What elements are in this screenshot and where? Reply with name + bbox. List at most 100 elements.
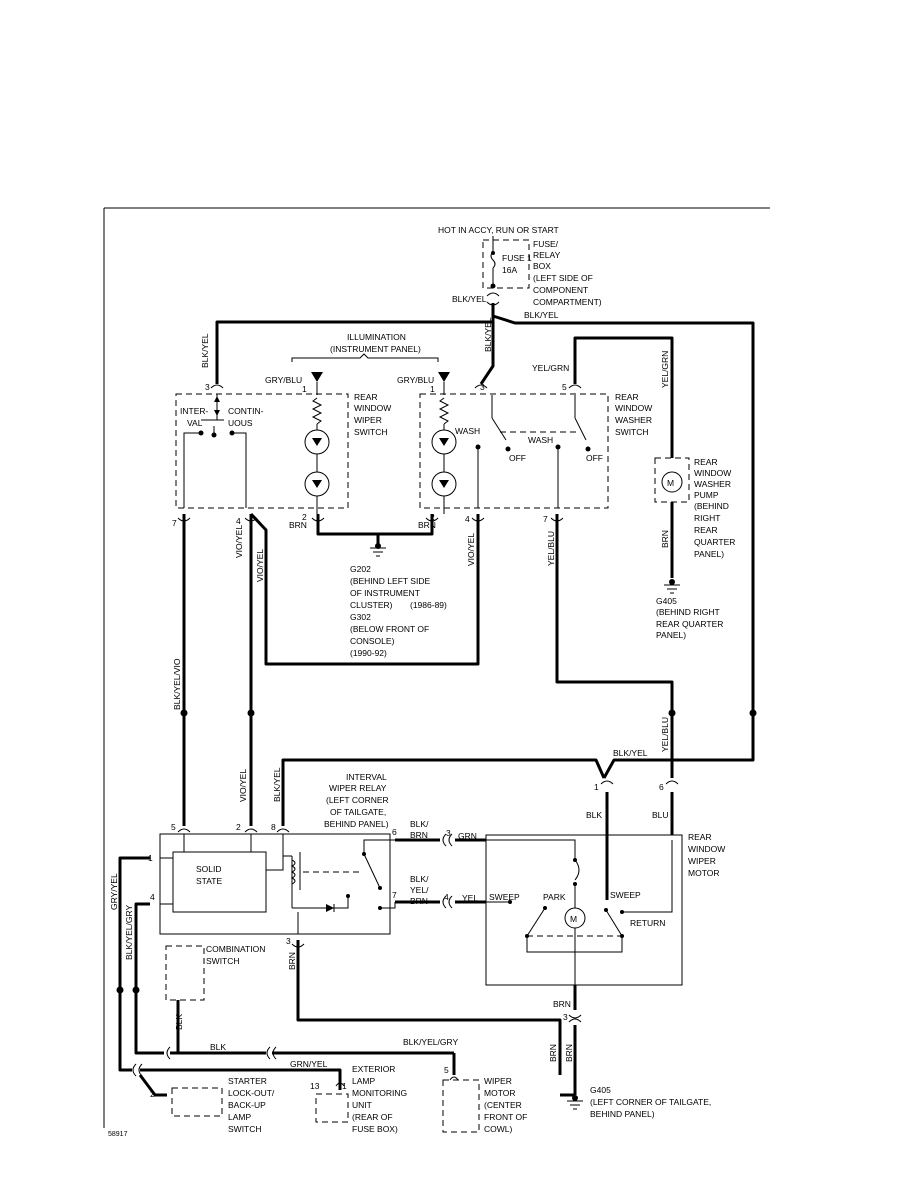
pump-label-4: (BEHIND: [694, 501, 729, 511]
hot-label: HOT IN ACCY, RUN OR START: [438, 225, 559, 235]
pin-1-motor: 1: [594, 782, 599, 792]
washer-switch-label-0: REAR: [615, 392, 639, 402]
wl-brn-g1: BRN: [548, 1044, 558, 1062]
relay-label-1: WIPER RELAY: [329, 783, 387, 793]
wl-yel-grn: YEL/GRN: [532, 363, 569, 373]
pin-3-washer: 3: [480, 382, 485, 392]
off-label-2: OFF: [586, 453, 603, 463]
combination-switch: COMBINATION SWITCH: [165, 944, 265, 1001]
wl-yel-blu-2: YEL/BLU: [660, 717, 670, 752]
pin-3-wiper: 3: [205, 382, 210, 392]
pump-label-7: QUARTER: [694, 537, 735, 547]
pin-numbers: 3 1 1 3 5 7 4 2 2 4 7 5 2 8 1 4 6 7 3 3 …: [148, 382, 664, 1099]
exterior-lamp-monitoring-unit: EXTERIOR LAMP MONITORING UNIT (REAR OF F…: [315, 1064, 407, 1134]
wiper-motor-label-0: WIPER: [484, 1076, 512, 1086]
continuous-label-1: UOUS: [228, 418, 253, 428]
wl-yel-blu-1: YEL/BLU: [546, 531, 556, 566]
wl-brn-1: BRN: [289, 520, 307, 530]
wl-blk-brn-1: BRN: [410, 830, 428, 840]
wl-brn-m: BRN: [553, 999, 571, 1009]
sweep-label-2: SWEEP: [610, 890, 641, 900]
wl-brn-relay: BRN: [287, 952, 297, 970]
pump-label-8: PANEL): [694, 549, 724, 559]
g405-top-label-1: (BEHIND RIGHT: [656, 607, 720, 617]
starter-label-0: STARTER: [228, 1076, 267, 1086]
g202-label-6: (BELOW FRONT OF: [350, 624, 429, 634]
g405-bottom-label-0: G405: [590, 1085, 611, 1095]
wl-blk-yel-vio: BLK/YEL/VIO: [172, 658, 182, 710]
g202-label-0: G202: [350, 564, 371, 574]
pin-2-starter: 2: [150, 1089, 155, 1099]
g405-bottom-label-2: BEHIND PANEL): [590, 1109, 655, 1119]
starter-label-2: BACK-UP: [228, 1100, 266, 1110]
wl-brn-2: BRN: [418, 520, 436, 530]
off-label-1: OFF: [509, 453, 526, 463]
rear-window-wiper-motor: REAR WINDOW WIPER MOTOR SWEEP SWEEP PARK…: [485, 832, 725, 986]
illumination-label-1: (INSTRUMENT PANEL): [330, 344, 421, 354]
wl-gry-yel: GRY/YEL: [109, 873, 119, 910]
relay-label-2: (LEFT CORNER: [326, 795, 389, 805]
relay-label-4: BEHIND PANEL): [324, 819, 389, 829]
wl-yel-grn-v: YEL/GRN: [660, 351, 670, 388]
pin-3-relay: 3: [286, 936, 291, 946]
wl-grn: GRN: [458, 831, 477, 841]
pin-8-relay: 8: [271, 822, 276, 832]
pin-1-ext: 1: [342, 1081, 347, 1091]
exterior-label-5: FUSE BOX): [352, 1124, 398, 1134]
solid-state-label-1: STATE: [196, 876, 222, 886]
pin-1-relay: 1: [148, 853, 153, 863]
wl-vio-yel-4: VIO/YEL: [238, 769, 248, 802]
starter-label-4: SWITCH: [228, 1124, 262, 1134]
g202-label-2: OF INSTRUMENT: [350, 588, 420, 598]
fuse-box-label-3: (LEFT SIDE OF: [533, 273, 593, 283]
wire-label-blk-yel-right: BLK/YEL: [524, 310, 559, 320]
g405-top-label-0: G405: [656, 596, 677, 606]
g405-bottom-label-1: (LEFT CORNER OF TAILGATE,: [590, 1097, 711, 1107]
wl-blk-yel-v2: BLK/YEL: [483, 317, 493, 352]
pin-3-motor-in: 3: [446, 828, 451, 838]
wiper-motor-label-3: FRONT OF: [484, 1112, 527, 1122]
wl-blk-yel-brn-1: YEL/: [410, 885, 429, 895]
pump-label-1: WINDOW: [694, 468, 731, 478]
pin-3-motor-brn: 3: [563, 1012, 568, 1022]
wl-blk-yel-v1: BLK/YEL: [200, 333, 210, 368]
interval-label-0: INTER-: [180, 406, 209, 416]
g202-label-7: CONSOLE): [350, 636, 395, 646]
relay-label-3: OF TAILGATE,: [330, 807, 386, 817]
pin-7-wiper: 7: [172, 518, 177, 528]
pin-5-relay: 5: [171, 822, 176, 832]
wl-blk-yel-gry-h: BLK/YEL/GRY: [403, 1037, 458, 1047]
rear-window-washer-switch: REAR WINDOW WASHER SWITCH WASH WASH OFF …: [419, 382, 652, 514]
wl-blk-v: BLK: [174, 1014, 184, 1030]
pin-2-relay: 2: [236, 822, 241, 832]
wash-label-1: WASH: [455, 426, 480, 436]
exterior-label-0: EXTERIOR: [352, 1064, 395, 1074]
fuse-name: FUSE 1: [502, 253, 532, 263]
wl-blk-h: BLK: [210, 1042, 226, 1052]
ground-g202: G202 (BEHIND LEFT SIDE OF INSTRUMENT CLU…: [350, 543, 447, 658]
wiper-switch-label-2: WIPER: [354, 415, 382, 425]
return-label: RETURN: [630, 918, 665, 928]
wiper-switch-label-1: WINDOW: [354, 403, 391, 413]
motor-label-1: WINDOW: [688, 844, 725, 854]
wl-blk-brn-0: BLK/: [410, 819, 429, 829]
combination-label-0: COMBINATION: [206, 944, 265, 954]
fuse-box-label-5: COMPARTMENT): [533, 297, 602, 307]
pump-label-2: WASHER: [694, 479, 731, 489]
diagram-code: 58917: [108, 1131, 128, 1138]
wl-blk: BLK: [586, 810, 602, 820]
washer-switch-label-1: WINDOW: [615, 403, 652, 413]
connectors: [116, 384, 757, 1087]
starter-lockout-switch: STARTER LOCK-OUT/ BACK-UP LAMP SWITCH: [171, 1076, 275, 1134]
g202-label-5: G302: [350, 612, 371, 622]
g405-top-label-3: PANEL): [656, 630, 686, 640]
motor-label-0: REAR: [688, 832, 712, 842]
pin-13-ext: 13: [310, 1081, 320, 1091]
combination-label-1: SWITCH: [206, 956, 240, 966]
sweep-label-1: SWEEP: [489, 892, 520, 902]
wiper-motor-label-1: MOTOR: [484, 1088, 515, 1098]
exterior-label-4: (REAR OF: [352, 1112, 393, 1122]
g202-label-3: CLUSTER): [350, 600, 393, 610]
solid-state-label-0: SOLID: [196, 864, 222, 874]
